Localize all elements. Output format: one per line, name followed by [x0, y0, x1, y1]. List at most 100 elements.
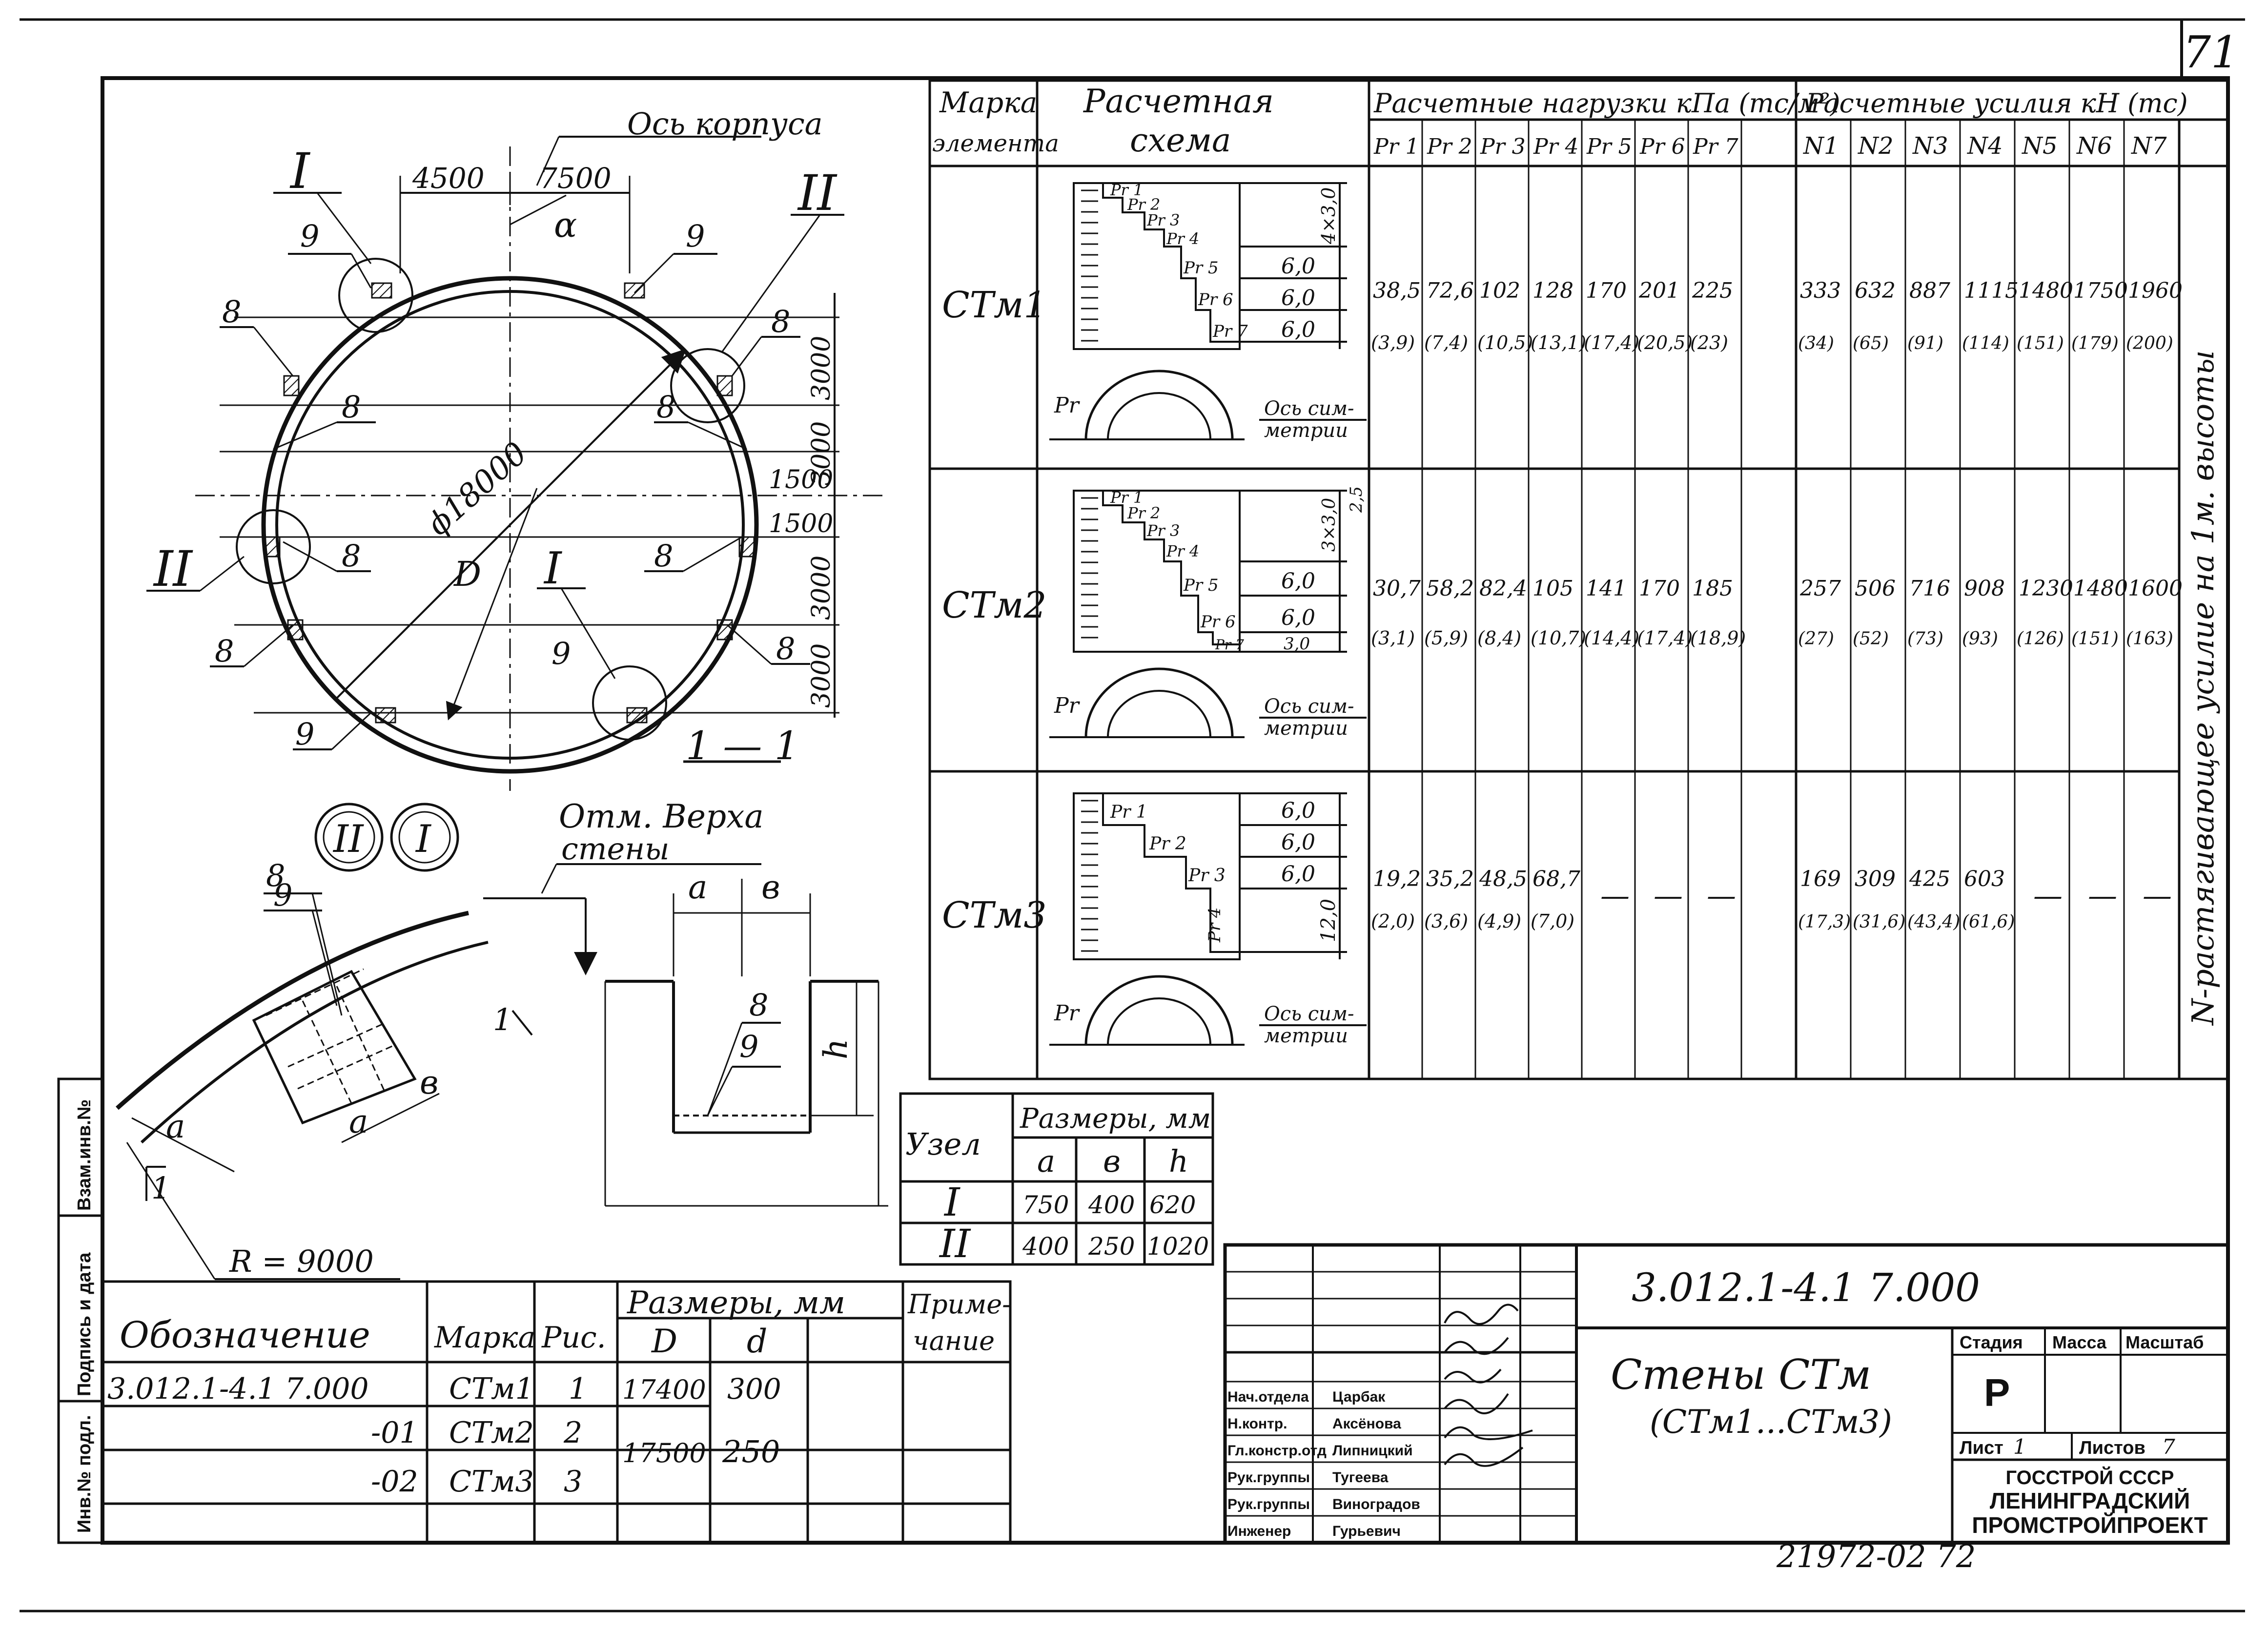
spec-row-fig: 2 [563, 1416, 582, 1450]
detail-b: в [420, 1064, 438, 1101]
right-dim: 3000 [807, 556, 836, 620]
load-value: 48,5 [1479, 867, 1527, 891]
load-value: 170 [1586, 278, 1627, 303]
scheme-sym: Ось сим- [1264, 1003, 1354, 1025]
spec-row-designation: -01 [371, 1416, 418, 1450]
force-value: 425 [1909, 867, 1950, 891]
signatory-role: Гл.констр.отд [1227, 1443, 1327, 1459]
load-value: 82,4 [1479, 576, 1527, 601]
scheme-label: Pr 4 [1205, 907, 1225, 943]
detail-callout-8: 8 [266, 858, 285, 893]
org-name: ПРОМСТРОЙПРОЕКТ [1972, 1512, 2207, 1538]
right-dim: 3000 [807, 421, 836, 486]
elev-callout-9: 9 [739, 1029, 758, 1064]
scheme-pr: Pr [1054, 393, 1081, 418]
scheme-label: Pr 5 [1183, 258, 1219, 278]
load-value: 105 [1532, 576, 1573, 601]
force-value-tc: (52) [1853, 629, 1889, 649]
scheme-dim: 12,0 [1317, 899, 1340, 942]
node-detail: II I Отм. Верха стены 8 9 a в a R = 9000… [116, 798, 888, 1280]
roman-i-top: I [289, 143, 311, 200]
spec-header-d: d [747, 1323, 767, 1360]
scheme-pr: Pr [1054, 1001, 1081, 1026]
signatory-name: Гурьевич [1332, 1523, 1401, 1539]
force-value: 257 [1799, 576, 1841, 601]
elev-a: a [688, 869, 707, 906]
scheme-sym: метрии [1264, 717, 1348, 740]
spec-row-d: 300 [727, 1372, 781, 1406]
signatory-name: Аксёнова [1332, 1416, 1401, 1432]
roman-ii-top: II [797, 165, 838, 222]
force-value: 1480 [2019, 278, 2073, 303]
spec-row-fig: 3 [564, 1465, 582, 1499]
callout-8: 8 [776, 631, 795, 666]
spec-row-mark: СТм1 [449, 1372, 534, 1406]
scheme-label: Pr 4 [1166, 229, 1199, 248]
roman-ii-left: II [153, 540, 194, 598]
scheme-dim: 6,0 [1281, 862, 1315, 887]
cut-label: 1 [493, 1002, 512, 1037]
title-block: 3.012.1-4.1 7.000 Стены СТм (СТм1...СТм3… [1223, 1243, 2230, 1545]
signatory-name: Царбак [1332, 1389, 1386, 1405]
right-dim: 3000 [807, 643, 836, 708]
plan-section: Ось корпуса 4500 7500 α ϕ18000 D 1 — 1 I… [146, 106, 883, 791]
load-column-header: Pr 1 [1373, 134, 1419, 159]
sheet-label: Лист [1960, 1438, 2003, 1458]
callout-9: 9 [686, 218, 705, 254]
scheme-label: Pr 7 [1215, 637, 1244, 653]
scheme-stm2: Pr 1 Pr 2 Pr 3 Pr 4 Pr 5 Pr 6 Pr 7 3×3,0… [1049, 486, 1367, 740]
load-value: 185 [1692, 576, 1733, 601]
load-empty: — [1707, 879, 1736, 913]
cut-label: 1 [151, 1170, 170, 1206]
force-column-header: N2 [1858, 132, 1894, 160]
force-value: 506 [1855, 576, 1896, 601]
force-value: 1480 [2073, 576, 2128, 601]
load-empty: — [1654, 879, 1683, 913]
scheme-stm3: Pr 1 Pr 2 Pr 3 Pr 4 6,0 6,0 6,0 12,0 Pr … [1049, 792, 1367, 1047]
load-value-tc: (7,0) [1531, 910, 1574, 932]
load-column-header: Pr 7 [1693, 134, 1738, 159]
force-value-tc: (163) [2126, 629, 2173, 649]
side-label-replace: Взам.инв.№ [74, 1099, 95, 1211]
loads-header-scheme: Расчетная [1083, 83, 1274, 120]
dim-4500: 4500 [412, 162, 485, 195]
nodes-row-b: 250 [1088, 1232, 1135, 1261]
spec-row-mark: СТм2 [449, 1416, 534, 1450]
load-value-tc: (5,9) [1424, 627, 1468, 649]
detail-a: a [166, 1108, 185, 1145]
spec-row-d: 250 [722, 1434, 780, 1469]
force-value-tc: (31,6) [1853, 912, 1905, 932]
scheme-dim: 6,0 [1281, 605, 1315, 630]
scheme-label: Pr 3 [1188, 866, 1226, 886]
bottom-number: 21972-02 72 [1776, 1539, 1976, 1575]
load-value-tc: (8,4) [1477, 627, 1521, 649]
force-value: 169 [1800, 867, 1841, 891]
scheme-dim: 6,0 [1281, 830, 1315, 855]
loads-header-forces: Расчетные усилия кН (тс) [1805, 88, 2188, 119]
load-value-tc: (3,1) [1371, 627, 1415, 649]
scheme-label: Pr 2 [1127, 504, 1160, 522]
spec-header-D: D [651, 1323, 677, 1360]
roman-i-bottom: I [543, 543, 562, 594]
force-column-header: N3 [1912, 132, 1948, 160]
load-column-header: Pr 5 [1586, 134, 1632, 159]
elev-callout-8: 8 [749, 987, 768, 1023]
force-value: 716 [1909, 576, 1950, 601]
nodes-row-b: 400 [1088, 1191, 1135, 1219]
spec-row-fig: 1 [569, 1372, 587, 1406]
load-value: 102 [1479, 278, 1520, 303]
scheme-sym: Ось сим- [1264, 695, 1354, 718]
force-value: 1230 [2019, 576, 2073, 601]
detail-callout-9: 9 [273, 877, 292, 913]
callout-8: 8 [215, 633, 234, 669]
force-value: 1960 [2128, 278, 2183, 303]
force-value: 887 [1909, 278, 1950, 303]
side-label-sign: Подпись и дата [74, 1252, 95, 1396]
scheme-label: Pr 2 [1149, 834, 1186, 854]
signatory-role: Рук.группы [1227, 1469, 1310, 1486]
scheme-label: Pr 3 [1146, 521, 1180, 540]
force-value-tc: (91) [1907, 333, 1943, 353]
spec-header-designation: Обозначение [120, 1314, 370, 1356]
callout-9: 9 [295, 716, 314, 752]
